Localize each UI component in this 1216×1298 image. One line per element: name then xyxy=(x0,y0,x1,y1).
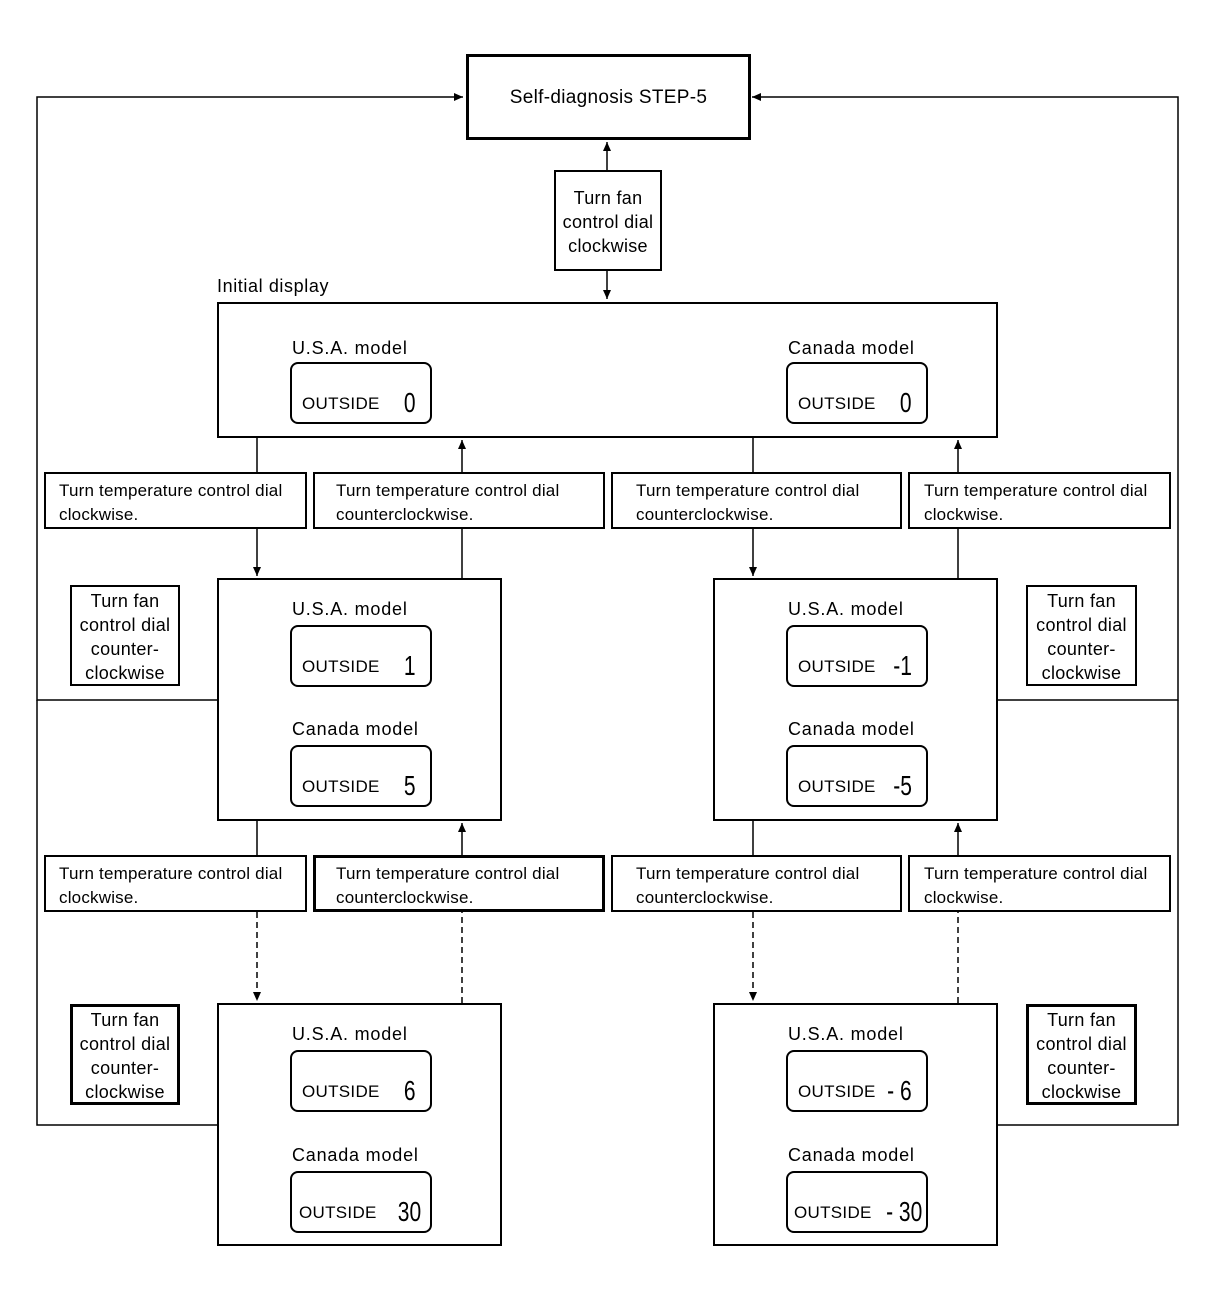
left-return-line-lower xyxy=(36,700,218,1126)
instruction-temp-cw-right-2: Turn temperature control dial clockwise. xyxy=(908,855,1171,912)
instruction-text: Turn temperature control dial counterclo… xyxy=(636,864,860,907)
left2-canada-label: Canada model xyxy=(292,1145,419,1165)
instruction-temp-cw-left-2: Turn temperature control dial clockwise. xyxy=(44,855,307,912)
right1-usa-value: -1 xyxy=(893,650,912,681)
instruction-text: Turn temperature control dial clockwise. xyxy=(59,481,283,524)
right1-canada-outside-label: OUTSIDE xyxy=(798,777,876,796)
step-box: Self-diagnosis STEP-5 xyxy=(466,54,751,140)
display-box-left-1: U.S.A. model OUTSIDE 1 Canada model OUTS… xyxy=(217,578,502,821)
right2-usa-display: OUTSIDE - 6 xyxy=(786,1050,928,1112)
fan-ccw-text: Turn fan control dial counter- clockwise xyxy=(79,591,171,683)
instruction-temp-ccw-left-2: Turn temperature control dial counterclo… xyxy=(313,855,605,912)
instruction-text: Turn temperature control dial counterclo… xyxy=(636,481,860,524)
instruction-temp-ccw-right-2: Turn temperature control dial counterclo… xyxy=(611,855,902,912)
left1-usa-display: OUTSIDE 1 xyxy=(290,625,432,687)
initial-display-box: U.S.A. model OUTSIDE 0 Canada model OUTS… xyxy=(217,302,998,438)
instruction-temp-ccw-left-1: Turn temperature control dial counterclo… xyxy=(313,472,605,529)
right1-usa-outside-label: OUTSIDE xyxy=(798,657,876,676)
right-return-line xyxy=(752,93,1179,701)
right2-usa-value: - 6 xyxy=(887,1075,912,1106)
fan-ccw-text: Turn fan control dial counter- clockwise xyxy=(1036,1010,1127,1102)
left1-canada-label: Canada model xyxy=(292,719,419,739)
left2-canada-outside-label: OUTSIDE xyxy=(299,1203,377,1222)
right1-usa-label: U.S.A. model xyxy=(788,599,904,619)
left1-canada-display: OUTSIDE 5 xyxy=(290,745,432,807)
fan-clockwise-instruction: Turn fan control dial clockwise xyxy=(554,170,662,271)
left1-usa-outside-label: OUTSIDE xyxy=(302,657,380,676)
right-return-line-lower xyxy=(998,700,1179,1126)
left2-usa-outside-label: OUTSIDE xyxy=(302,1082,380,1101)
display-box-right-1: U.S.A. model OUTSIDE -1 Canada model OUT… xyxy=(713,578,998,821)
initial-canada-display: OUTSIDE 0 xyxy=(786,362,928,424)
instruction-text: Turn temperature control dial counterclo… xyxy=(336,864,560,907)
display-box-left-2: U.S.A. model OUTSIDE 6 Canada model OUTS… xyxy=(217,1003,502,1246)
instruction-temp-ccw-right-1: Turn temperature control dial counterclo… xyxy=(611,472,902,529)
initial-usa-outside-label: OUTSIDE xyxy=(302,394,380,413)
left-return-line xyxy=(36,93,463,701)
instruction-temp-cw-left-1: Turn temperature control dial clockwise. xyxy=(44,472,307,529)
initial-display-label: Initial display xyxy=(217,276,330,296)
left1-canada-outside-label: OUTSIDE xyxy=(302,777,380,796)
fan-ccw-text: Turn fan control dial counter- clockwise xyxy=(1036,591,1127,683)
left1-usa-value: 1 xyxy=(404,650,416,681)
initial-canada-value: 0 xyxy=(900,387,912,418)
step-title: Self-diagnosis STEP-5 xyxy=(509,87,708,108)
fan-ccw-instruction-left-1: Turn fan control dial counter- clockwise xyxy=(70,585,180,686)
right2-canada-display: OUTSIDE - 30 xyxy=(786,1171,928,1233)
left1-canada-value: 5 xyxy=(404,770,416,801)
left2-usa-display: OUTSIDE 6 xyxy=(290,1050,432,1112)
right1-canada-display: OUTSIDE -5 xyxy=(786,745,928,807)
left1-usa-label: U.S.A. model xyxy=(292,599,408,619)
instruction-text: Turn temperature control dial counterclo… xyxy=(336,481,560,524)
right2-usa-outside-label: OUTSIDE xyxy=(798,1082,876,1101)
initial-canada-outside-label: OUTSIDE xyxy=(798,394,876,413)
right2-canada-label: Canada model xyxy=(788,1145,915,1165)
fan-ccw-instruction-left-2: Turn fan control dial counter- clockwise xyxy=(70,1004,180,1105)
instruction-text: Turn temperature control dial clockwise. xyxy=(59,864,283,907)
instruction-text: Turn temperature control dial clockwise. xyxy=(924,864,1148,907)
fan-clockwise-text: Turn fan control dial clockwise xyxy=(562,188,654,256)
right1-usa-display: OUTSIDE -1 xyxy=(786,625,928,687)
left2-usa-label: U.S.A. model xyxy=(292,1024,408,1044)
display-box-right-2: U.S.A. model OUTSIDE - 6 Canada model OU… xyxy=(713,1003,998,1246)
left2-canada-display: OUTSIDE 30 xyxy=(290,1171,432,1233)
initial-usa-value: 0 xyxy=(404,387,416,418)
right1-canada-label: Canada model xyxy=(788,719,915,739)
instruction-text: Turn temperature control dial clockwise. xyxy=(924,481,1148,524)
right1-canada-value: -5 xyxy=(893,770,912,801)
initial-usa-label: U.S.A. model xyxy=(292,338,408,358)
right2-usa-label: U.S.A. model xyxy=(788,1024,904,1044)
left2-usa-value: 6 xyxy=(404,1075,416,1106)
right2-canada-value: - 30 xyxy=(885,1196,922,1227)
left2-canada-value: 30 xyxy=(397,1196,421,1227)
fan-ccw-text: Turn fan control dial counter- clockwise xyxy=(79,1010,171,1102)
fan-ccw-instruction-right-1: Turn fan control dial counter- clockwise xyxy=(1026,585,1137,686)
initial-canada-label: Canada model xyxy=(788,338,915,358)
right2-canada-outside-label: OUTSIDE xyxy=(794,1203,872,1222)
fan-ccw-instruction-right-2: Turn fan control dial counter- clockwise xyxy=(1026,1004,1137,1105)
initial-usa-display: OUTSIDE 0 xyxy=(290,362,432,424)
instruction-temp-cw-right-1: Turn temperature control dial clockwise. xyxy=(908,472,1171,529)
